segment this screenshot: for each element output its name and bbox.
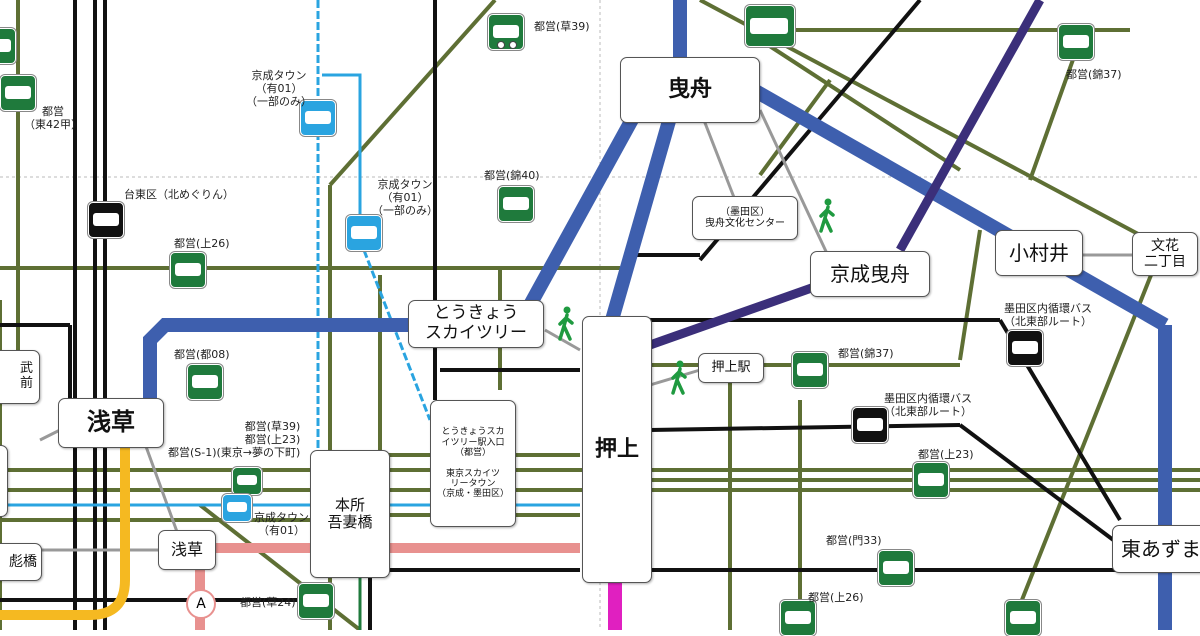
bus-icon[interactable] [0,75,36,111]
station-asakusa-main[interactable]: 浅草 [58,398,164,448]
bus-label: 都営(都08) [174,348,230,361]
bus-icon[interactable] [1007,330,1043,366]
station-left-bottom[interactable]: 彪橋 [0,543,42,581]
bus-icon[interactable] [187,364,223,400]
bus-icon[interactable] [488,14,524,50]
bus-icon[interactable] [1005,600,1041,636]
bus-label: 都営(草39) [534,20,590,33]
station-marker-a[interactable]: A [186,589,216,619]
bus-label: 墨田区内循環バス （北東部ルート） [884,392,972,419]
bus-icon[interactable] [222,494,252,522]
asakusa-line [195,543,580,630]
bus-label: 京成タウン （有01） （一部のみ） [372,178,438,218]
bus-icon[interactable] [913,462,949,498]
bus-label: 都営(錦37) [1066,68,1122,81]
station-keisei-hikifune[interactable]: 京成曳舟 [810,251,930,297]
bus-icon[interactable] [852,407,888,443]
walking-person-icon [819,198,835,233]
station-bunka[interactable]: 文花 二丁目 [1132,232,1198,276]
station-asakusa-small[interactable]: 浅草 [158,530,216,570]
bus-label: 都営(門33) [826,534,882,547]
bus-icon[interactable] [0,28,16,64]
bus-icon[interactable] [346,215,382,251]
station-oshiage-eki[interactable]: 押上駅 [698,353,764,383]
station-omurai[interactable]: 小村井 [995,230,1083,276]
skytree-bus-stop[interactable]: とうきょうスカ イツリー駅入口 （都営） 東京スカイツ リータウン （京成・墨田… [430,400,516,527]
bus-icon[interactable] [792,352,828,388]
station-honjo[interactable]: 本所 吾妻橋 [310,450,390,578]
bus-icon[interactable] [498,186,534,222]
station-skytree[interactable]: とうきょう スカイツリー [408,300,544,348]
bus-label: 都営(上26) [174,237,230,250]
hanzomon-line [648,0,1044,350]
bus-label: 都営 （東42甲） [24,105,82,132]
bus-icon[interactable] [298,583,334,619]
tobu-line [143,0,1172,630]
bus-label: 台東区（北めぐりん） [124,188,234,201]
station-oshiage[interactable]: 押上 [582,316,652,583]
bus-icon[interactable] [170,252,206,288]
station-higashi-azuma[interactable]: 東あずま [1112,525,1200,573]
bus-icon[interactable] [300,100,336,136]
station-left-top[interactable]: 武 前 [0,350,40,404]
culture-center-stop[interactable]: （墨田区） 曳舟文化センター [692,196,798,240]
bus-label: 都営(錦37) [838,347,894,360]
bus-label: 墨田区内循環バス （北東部ルート） [1004,302,1092,329]
bus-label: 都営(上26) [808,591,864,604]
bus-icon[interactable] [232,467,262,495]
bus-label: 都営(錦40) [484,169,540,182]
bus-icon[interactable] [88,202,124,238]
walking-person-icon [558,306,574,341]
bus-label: 京成タウン （有01） （一部のみ） [246,69,312,109]
bus-label: 都営(草39) 都営(上23) 都営(S-1)(東京→夢の下町) [168,420,301,460]
ginza-line [0,440,130,620]
walking-person-icon [671,360,687,395]
station-left-mid[interactable] [0,445,8,517]
bus-icon[interactable] [780,600,816,636]
bus-icon[interactable] [1058,24,1094,60]
bus-icon[interactable] [745,5,795,47]
bus-icon[interactable] [878,550,914,586]
bus-label: 都営(草24) [240,596,296,609]
bus-label: 京成タウン （有01） [254,511,309,538]
station-hikifune[interactable]: 曳舟 [620,57,760,123]
bus-label: 都営(上23) [918,448,974,461]
